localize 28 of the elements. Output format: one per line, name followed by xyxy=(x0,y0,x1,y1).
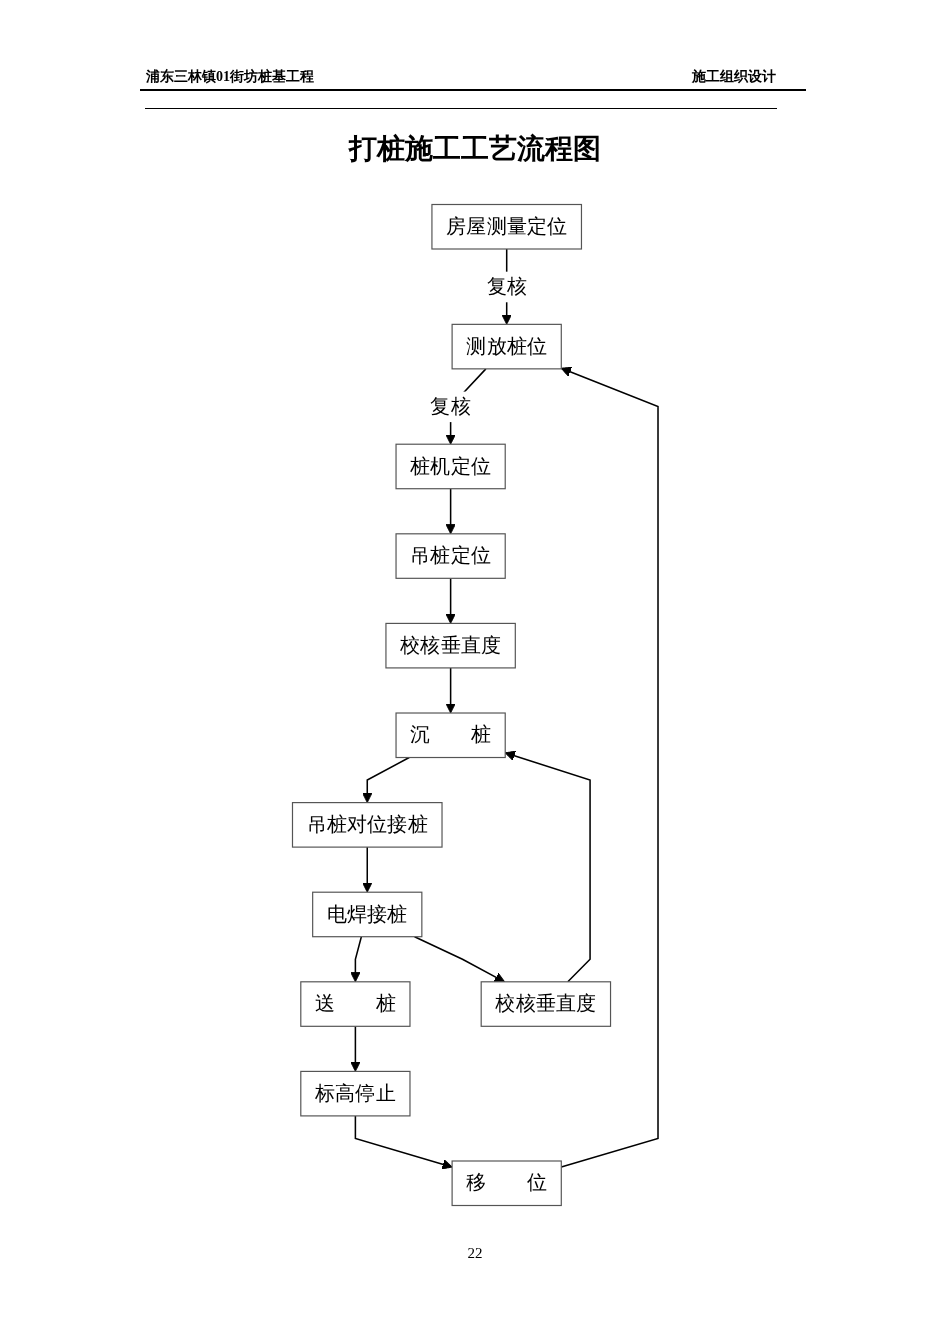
node-box: 桩机定位 xyxy=(395,443,506,490)
node-box: 标高停止 xyxy=(299,1070,411,1117)
node-box: 送 桩 xyxy=(299,981,411,1027)
arrow xyxy=(504,750,591,983)
header-document-name: 施工组织设计 xyxy=(692,68,776,86)
edge-label: 复核 xyxy=(430,393,471,418)
node-box: 房屋测量定位 xyxy=(431,203,582,250)
node-box: 测放桩位 xyxy=(451,323,562,370)
arrow xyxy=(445,667,456,714)
header-project-name: 浦东三林镇01街坊桩基工程 xyxy=(146,68,314,86)
node-box: 校核垂直度 xyxy=(385,622,516,669)
node-box: 电焊接桩 xyxy=(311,891,423,938)
node-box: 沉 桩 xyxy=(395,712,506,759)
node-box: 吊桩定位 xyxy=(395,533,506,579)
arrow xyxy=(361,756,410,804)
arrow xyxy=(349,935,362,983)
arrow xyxy=(560,366,659,1168)
node-box: 移 位 xyxy=(451,1160,562,1207)
page-number: 22 xyxy=(467,1245,483,1261)
arrow xyxy=(445,577,456,624)
node-box: 吊桩对位接桩 xyxy=(291,802,443,848)
arrow xyxy=(445,487,456,535)
arrow xyxy=(361,846,373,893)
arrow xyxy=(413,935,505,983)
node-box: 校核垂直度 xyxy=(480,981,611,1027)
diagram-title: 打桩施工工艺流程图 xyxy=(349,133,601,164)
edge-label: 复核 xyxy=(486,273,527,298)
arrow xyxy=(349,1025,361,1072)
